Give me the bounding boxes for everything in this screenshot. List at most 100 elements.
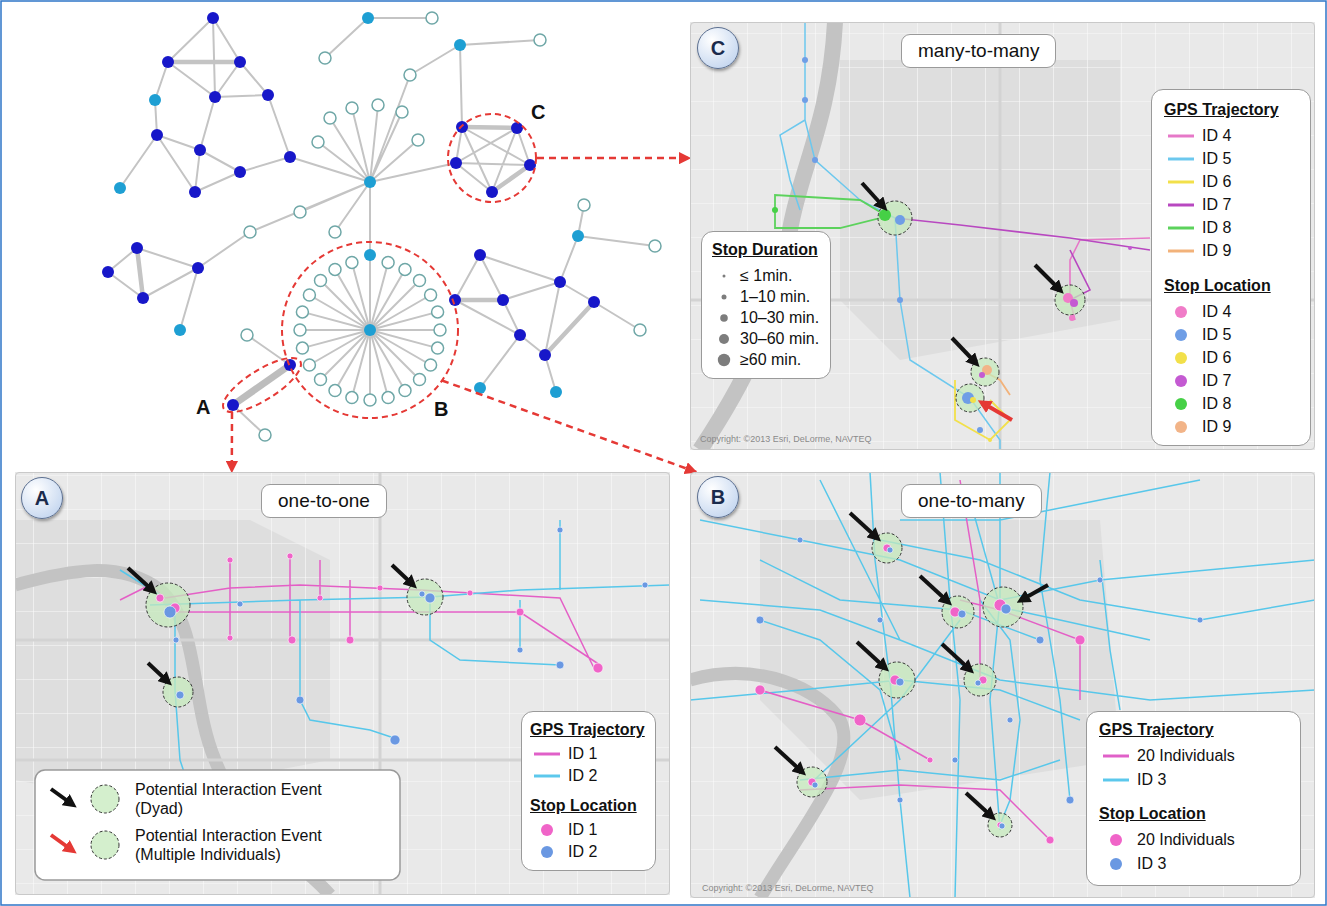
map-one-to-many — [897, 797, 903, 803]
map-many-to-many — [956, 384, 984, 412]
network-graph — [399, 385, 411, 397]
legend-item: ID 9 — [1166, 241, 1231, 261]
dashed-ring — [448, 114, 536, 202]
map-one-to-one — [156, 594, 164, 602]
legend-text: ID 5 — [1202, 325, 1231, 345]
network-graph — [315, 275, 327, 287]
map-many-to-many — [986, 405, 1012, 420]
legend-swatch — [1166, 302, 1196, 322]
network-graph — [432, 306, 444, 318]
legend-text: 1–10 min. — [740, 287, 810, 307]
map-one-to-one — [392, 565, 410, 582]
map-many-to-many — [690, 22, 1315, 450]
legend-swatch — [718, 354, 730, 366]
legend-swatch — [541, 824, 553, 836]
legend-swatch — [722, 295, 727, 300]
map-one-to-one — [176, 691, 184, 699]
legend-heading: Stop Location — [1164, 276, 1271, 296]
legend-box: Stop Duration≤ 1min.1–10 min.10–30 min.3… — [701, 231, 831, 379]
network-graph — [114, 182, 126, 194]
map-one-to-many — [1066, 796, 1074, 804]
map-one-to-one — [377, 585, 383, 591]
map-one-to-one — [556, 661, 564, 669]
map-many-to-many — [878, 201, 912, 235]
legend-swatch — [1175, 352, 1187, 364]
map-one-to-many — [1197, 617, 1203, 623]
network-graph — [162, 56, 174, 68]
legend-text: ID 2 — [568, 766, 597, 786]
network-graph — [454, 39, 466, 51]
legend-text: ≥60 min. — [740, 350, 801, 370]
map-many-to-many — [775, 195, 880, 228]
map-panel: Cmany-to-manyGPS TrajectoryStop Location… — [690, 22, 1315, 450]
legend-swatch — [720, 314, 728, 322]
map-many-to-many — [895, 215, 905, 225]
network-graph — [315, 374, 327, 386]
legend-swatch — [1166, 241, 1196, 261]
network-graph — [554, 276, 566, 288]
map-one-to-one — [15, 472, 670, 895]
legend-item: ID 1 — [532, 744, 597, 764]
legend-swatch — [534, 775, 560, 778]
legend-box: GPS TrajectoryStop Location20 Individual… — [1086, 711, 1301, 886]
dashed-ring — [212, 352, 312, 418]
legend-swatch — [534, 753, 560, 756]
legend-text: ≤ 1min. — [740, 266, 792, 286]
map-one-to-one — [227, 557, 233, 563]
map-one-to-one — [346, 636, 354, 644]
legend-swatch — [1168, 135, 1194, 138]
dashed-arrow — [537, 157, 690, 160]
network-graph — [572, 230, 584, 242]
network-graph — [102, 12, 600, 411]
network-graph — [194, 144, 206, 156]
legend-swatch — [1166, 149, 1196, 169]
map-many-to-many — [979, 372, 985, 378]
legend-swatch — [1166, 371, 1196, 391]
legend-swatch — [1168, 250, 1194, 253]
map-one-to-many — [942, 596, 974, 628]
map-many-to-many — [802, 57, 808, 63]
legend-item: ID 9 — [1166, 417, 1231, 437]
legend-swatch — [91, 831, 119, 859]
legend-swatch — [1166, 218, 1196, 238]
legend-item: ID 3 — [1101, 770, 1166, 790]
legend-item: 20 Individuals — [1101, 746, 1235, 766]
map-panel: Bone-to-manyGPS TrajectoryStop Location2… — [690, 472, 1315, 898]
network-graph — [432, 342, 444, 354]
legend-text: ID 4 — [1202, 302, 1231, 322]
map-one-to-one — [517, 647, 523, 653]
legend-text: ID 1 — [568, 820, 597, 840]
legend-swatch — [1168, 227, 1194, 230]
network-graph — [364, 394, 376, 406]
network-graph — [396, 106, 408, 118]
legend-item: ID 1 — [532, 820, 597, 840]
map-one-to-one — [163, 677, 193, 707]
map-panel: Aone-to-oneGPS TrajectoryStop LocationID… — [15, 472, 670, 895]
legend-heading: Stop Location — [1099, 804, 1206, 824]
map-one-to-many — [857, 642, 882, 665]
map-one-to-many — [755, 685, 765, 695]
network-graph — [346, 392, 358, 404]
legend-text: ID 9 — [1202, 417, 1231, 437]
network-graph — [149, 94, 161, 106]
network-graph — [259, 429, 271, 441]
legend-swatch — [1166, 417, 1196, 437]
map-many-to-many — [812, 157, 818, 163]
map-many-to-many — [955, 380, 1010, 440]
dashed-ring — [282, 242, 458, 418]
legend-swatch — [1166, 172, 1196, 192]
legend-swatch — [45, 829, 129, 861]
legend-swatch — [91, 785, 119, 813]
map-many-to-many — [1055, 285, 1085, 315]
network-graph — [329, 263, 341, 275]
network-graph — [137, 62, 594, 355]
network-graph — [329, 385, 341, 397]
group-label: C — [531, 101, 545, 123]
map-many-to-many — [1128, 246, 1132, 250]
legend-item: ID 4 — [1166, 302, 1231, 322]
map-many-to-many — [1035, 265, 1057, 287]
map-one-to-many — [1007, 717, 1013, 723]
map-one-to-many — [797, 767, 827, 797]
legend-text: 30–60 min. — [740, 329, 819, 349]
legend-heading: GPS Trajectory — [530, 720, 645, 740]
